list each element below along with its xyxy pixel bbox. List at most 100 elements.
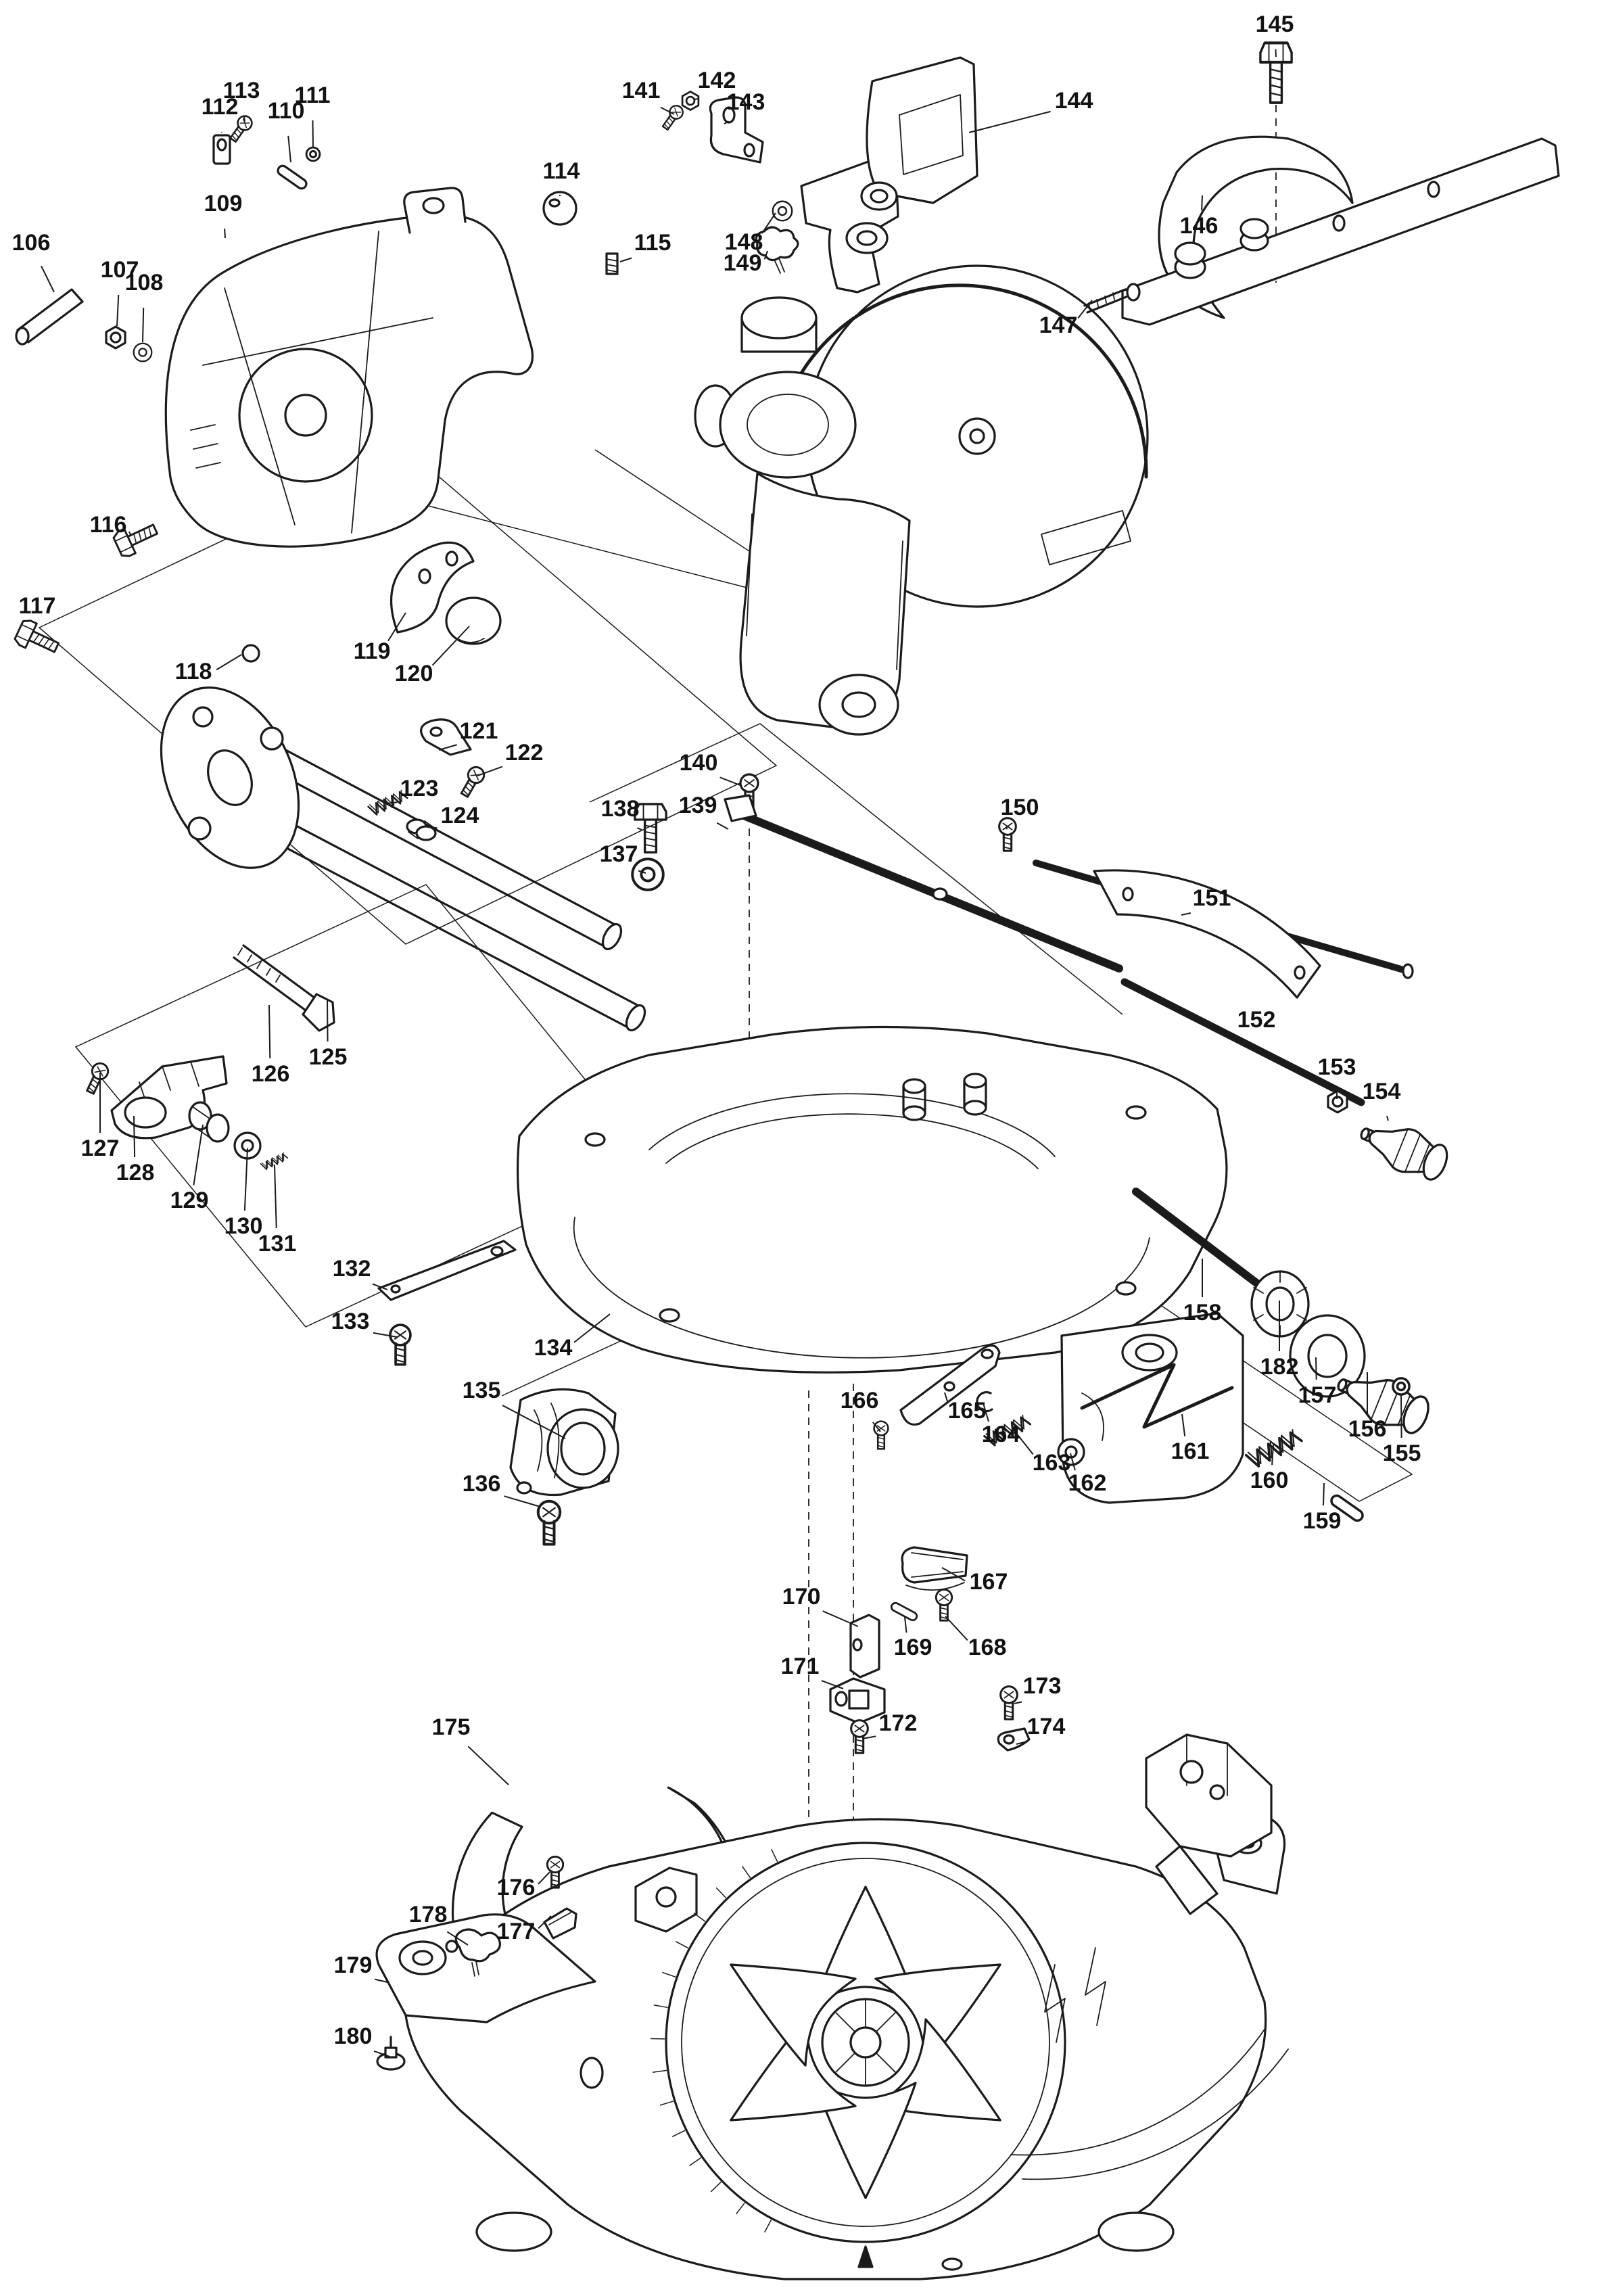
clamp-holder-135 [509,1388,619,1546]
leader-132 [372,1283,388,1290]
part-label-151: 151 [1193,885,1231,911]
part-label-137: 137 [600,841,638,867]
part-label-177: 177 [497,1919,536,1944]
part-label-175: 175 [432,1714,471,1740]
leader-149 [763,250,768,260]
leader-168 [945,1616,968,1641]
scale-tick [736,2202,745,2215]
part-labels: 1061071081091101111121131141151161171181… [12,11,1421,2049]
leader-176 [538,1871,550,1885]
part-label-157: 157 [1298,1382,1337,1408]
part-label-115: 115 [634,230,671,256]
part-label-132: 132 [333,1256,371,1282]
leader-120 [431,626,470,666]
part-label-173: 173 [1023,1673,1062,1699]
leader-135 [502,1405,566,1439]
part-label-118: 118 [175,659,212,684]
part-label-128: 128 [116,1160,155,1186]
leader-131 [274,1164,277,1229]
part-label-141: 141 [622,78,661,103]
scale-tick [770,1848,778,1862]
part-label-155: 155 [1383,1440,1421,1466]
scale-tick [741,1866,751,1879]
leader-137 [638,870,646,874]
part-label-166: 166 [841,1388,879,1413]
part-label-158: 158 [1183,1300,1222,1326]
scale-tick [652,2069,667,2073]
part-label-178: 178 [409,1902,448,1927]
leader-166 [872,1422,881,1432]
link-parts [829,1546,1031,1754]
part-label-145: 145 [1256,11,1294,37]
leader-126 [268,1004,271,1059]
leader-124 [429,826,438,829]
scale-tick [764,2219,772,2233]
part-label-130: 130 [225,1213,263,1239]
part-label-108: 108 [125,270,164,296]
leader-160 [1271,1444,1274,1466]
rail-assembly [12,516,646,1171]
part-label-150: 150 [1001,795,1039,820]
part-label-176: 176 [497,1875,536,1900]
part-label-174: 174 [1027,1714,1066,1739]
part-label-120: 120 [395,661,433,686]
leader-106 [41,265,55,293]
leader-139 [716,822,729,830]
part-label-131: 131 [258,1231,297,1257]
leader-179 [374,1978,388,1983]
part-label-106: 106 [12,230,51,256]
part-label-147: 147 [1039,312,1078,338]
leader-144 [968,110,1051,133]
leader-128 [133,1115,136,1158]
leader-122 [477,766,503,776]
part-label-123: 123 [400,776,439,801]
leader-162 [1070,1453,1076,1471]
scale-tick [659,2101,674,2106]
scale-tick [662,1971,676,1978]
leader-138 [637,827,642,830]
leader-117 [32,630,34,635]
part-label-136: 136 [463,1471,501,1497]
part-label-162: 162 [1068,1470,1107,1496]
arm-holder-assembly [873,1188,1436,1524]
leader-115 [619,257,632,262]
part-label-142: 142 [698,68,736,93]
leader-164 [983,1403,989,1422]
part-label-134: 134 [534,1335,573,1361]
leader-lines [32,49,1402,2233]
part-label-107: 107 [101,257,139,283]
part-label-143: 143 [727,89,765,115]
part-label-114: 114 [543,158,580,184]
part-label-116: 116 [90,512,127,538]
part-label-164: 164 [982,1422,1020,1447]
leader-173 [1014,1701,1022,1704]
top-left-fasteners [15,112,619,362]
fence-assembly [659,43,1560,326]
part-label-140: 140 [680,750,718,776]
leader-180 [373,2050,390,2057]
part-label-149: 149 [724,250,762,276]
part-label-180: 180 [334,2023,373,2049]
part-label-156: 156 [1348,1416,1387,1442]
blade-case-109 [164,187,534,548]
leader-136 [504,1495,541,1507]
part-label-170: 170 [782,1584,821,1610]
part-label-179: 179 [334,1952,373,1978]
part-label-163: 163 [1033,1450,1071,1476]
flat-washer-157 [1289,1314,1366,1398]
part-label-171: 171 [781,1654,820,1679]
part-label-172: 172 [879,1710,918,1736]
leader-151 [1181,912,1191,916]
part-label-127: 127 [81,1135,120,1161]
leader-107 [116,294,120,327]
part-label-109: 109 [204,191,243,216]
part-label-129: 129 [170,1188,209,1213]
leader-161 [1181,1413,1186,1436]
part-label-126: 126 [252,1061,290,1087]
part-label-139: 139 [679,793,717,818]
leader-169 [904,1616,907,1633]
scale-tick [653,2005,668,2009]
leader-133 [373,1332,398,1338]
part-label-138: 138 [601,796,640,822]
